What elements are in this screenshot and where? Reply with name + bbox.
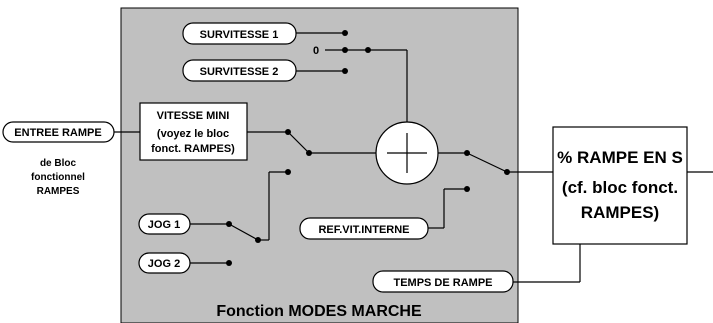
survitesse-1-label: SURVITESSE 1 bbox=[200, 29, 279, 41]
jog-1-pill[interactable]: JOG 1 bbox=[138, 213, 191, 235]
rampe-en-s-box: % RAMPE EN S (cf. bloc fonct. RAMPES) bbox=[552, 126, 688, 245]
entree-rampe-pill[interactable]: ENTREE RAMPE bbox=[2, 121, 115, 143]
zero-label: 0 bbox=[313, 45, 319, 57]
ref-vit-interne-pill[interactable]: REF.VIT.INTERNE bbox=[299, 217, 429, 240]
source-note-line-2: fonctionnel bbox=[31, 172, 85, 183]
survitesse-1-pill[interactable]: SURVITESSE 1 bbox=[182, 22, 297, 45]
summing-junction bbox=[375, 121, 439, 185]
rampe-en-s-line-3: RAMPES) bbox=[581, 203, 659, 222]
jog-1-contact bbox=[226, 221, 232, 227]
source-note-line-3: RAMPES bbox=[37, 186, 80, 197]
panel-title: Fonction MODES MARCHE bbox=[216, 303, 422, 320]
switch-2-blade bbox=[287, 131, 310, 154]
jog-switch-blade bbox=[228, 223, 259, 241]
jog-2-contact bbox=[226, 260, 232, 266]
survitesse-1-contact bbox=[342, 30, 348, 36]
zero-contact bbox=[342, 47, 348, 53]
switch-3-output-contact bbox=[504, 169, 510, 175]
survitesse-2-contact bbox=[342, 68, 348, 74]
jog-path-contact bbox=[285, 169, 291, 175]
ref-vit-interne-label: REF.VIT.INTERNE bbox=[318, 224, 409, 236]
survitesse-2-pill[interactable]: SURVITESSE 2 bbox=[182, 59, 297, 82]
vitesse-mini-box: VITESSE MINI (voyez le bloc fonct. RAMPE… bbox=[139, 102, 248, 161]
jog-1-label: JOG 1 bbox=[148, 219, 180, 231]
ref-vit-contact bbox=[464, 186, 470, 192]
vitesse-mini-line-1: VITESSE MINI bbox=[157, 110, 230, 122]
source-note-line-1: de Bloc bbox=[40, 158, 77, 169]
jog-2-pill[interactable]: JOG 2 bbox=[138, 252, 191, 274]
temps-de-rampe-label: TEMPS DE RAMPE bbox=[393, 277, 492, 289]
vitesse-mini-line-2: (voyez le bloc bbox=[157, 128, 229, 140]
jog-switch-common-contact bbox=[255, 237, 261, 243]
vitesse-mini-line-3: fonct. RAMPES) bbox=[151, 143, 235, 155]
survitesse-2-label: SURVITESSE 2 bbox=[200, 66, 279, 78]
temps-de-rampe-pill[interactable]: TEMPS DE RAMPE bbox=[372, 270, 514, 293]
jog-2-label: JOG 2 bbox=[148, 258, 180, 270]
switch-3-blade bbox=[466, 152, 508, 173]
switch-1-common-contact bbox=[365, 47, 371, 53]
entree-rampe-label: ENTREE RAMPE bbox=[14, 127, 101, 139]
rampe-en-s-line-1: % RAMPE EN S bbox=[557, 148, 683, 167]
vitesse-mini-contact bbox=[285, 129, 291, 135]
switch-3-common-contact bbox=[464, 150, 470, 156]
rampe-en-s-line-2: (cf. bloc fonct. bbox=[562, 178, 678, 197]
switch-2-common-contact bbox=[306, 150, 312, 156]
